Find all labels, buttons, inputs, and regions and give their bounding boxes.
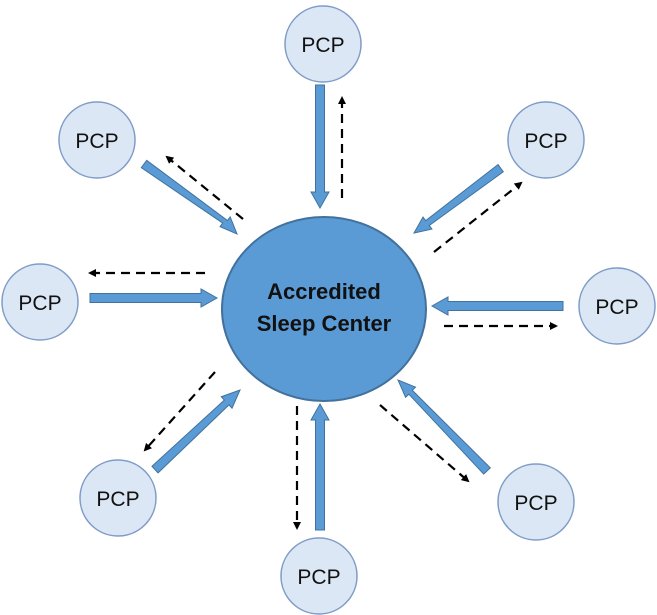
pcp-label: PCP bbox=[96, 488, 139, 511]
return-arrow-top-right bbox=[433, 181, 523, 253]
pcp-node-right: PCP bbox=[578, 267, 656, 345]
pcp-circle bbox=[497, 463, 575, 541]
referral-arrow-top bbox=[310, 84, 330, 210]
pcp-circle bbox=[79, 459, 157, 537]
pcp-circle bbox=[578, 267, 656, 345]
referral-arrow-right bbox=[430, 296, 564, 316]
sleep-center-label-line2: Sleep Center bbox=[257, 311, 392, 336]
pcp-label: PCP bbox=[301, 34, 344, 57]
referral-arrow-top-right bbox=[413, 163, 504, 234]
pcp-node-top-left: PCP bbox=[58, 101, 136, 179]
pcp-label: PCP bbox=[595, 296, 638, 319]
pcp-label: PCP bbox=[18, 292, 61, 315]
pcp-label: PCP bbox=[514, 492, 557, 515]
pcp-circle bbox=[284, 5, 362, 83]
sleep-center-label-line1: Accredited bbox=[267, 279, 381, 304]
referral-arrow-bottom bbox=[310, 402, 330, 531]
pcp-node-top-right: PCP bbox=[507, 101, 585, 179]
sleep-center-circle bbox=[221, 216, 427, 402]
pcp-node-bottom: PCP bbox=[280, 537, 358, 615]
referral-arrow-left bbox=[89, 288, 219, 308]
pcp-label: PCP bbox=[297, 566, 340, 589]
pcp-node-left: PCP bbox=[1, 263, 79, 341]
return-arrow-top-left bbox=[165, 155, 244, 220]
pcp-label: PCP bbox=[524, 130, 567, 153]
return-arrow-bottom-right bbox=[379, 404, 470, 483]
referral-arrow-bottom-left bbox=[151, 389, 241, 474]
pcp-circle bbox=[507, 101, 585, 179]
return-arrow-bottom-left bbox=[143, 371, 216, 452]
sleep-center-node: Accredited Sleep Center bbox=[221, 216, 427, 402]
pcp-label: PCP bbox=[75, 130, 118, 153]
pcp-node-bottom-left: PCP bbox=[79, 459, 157, 537]
pcp-circle bbox=[58, 101, 136, 179]
referral-arrow-bottom-right bbox=[397, 379, 492, 475]
pcp-circle bbox=[280, 537, 358, 615]
pcp-node-bottom-right: PCP bbox=[497, 463, 575, 541]
pcp-circle bbox=[1, 263, 79, 341]
referral-arrow-top-left bbox=[140, 159, 238, 235]
pcp-node-top: PCP bbox=[284, 5, 362, 83]
